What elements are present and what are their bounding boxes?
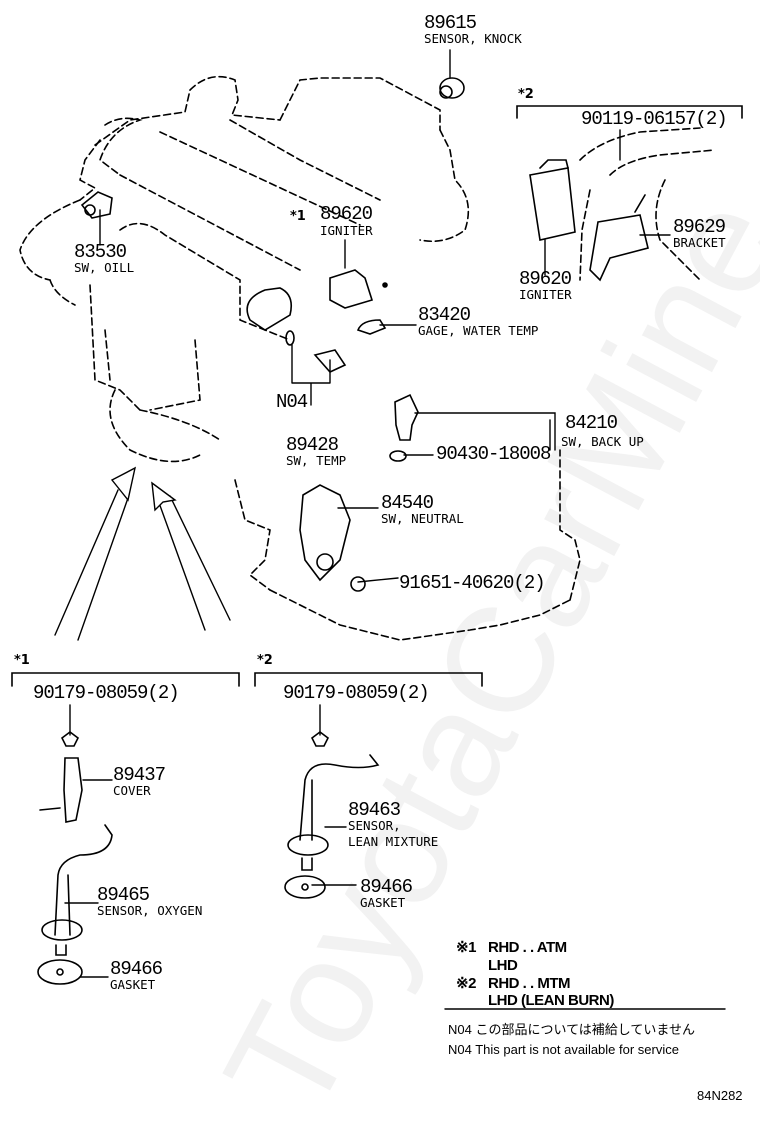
engine-outline: [19, 75, 581, 641]
part-number-backup-gasket[interactable]: 90430-18008: [436, 443, 551, 465]
part-name-gasket-2: GASKET: [360, 895, 406, 910]
part-name-neutral-switch: SW, NEUTRAL: [381, 511, 464, 526]
part-name-lean-sensor: SENSOR,: [348, 818, 401, 833]
oxygen-sensor-shape: [41, 824, 113, 956]
nut-2-shape: [310, 731, 330, 747]
part-number-temp-switch[interactable]: 89428: [286, 434, 339, 456]
part-name-knock-sensor: SENSOR, KNOCK: [424, 31, 522, 46]
bracket-shape: [589, 194, 649, 282]
part-number-gasket-2[interactable]: 89466: [360, 876, 413, 898]
group-label-2-top: *2: [518, 87, 534, 102]
cover-shape: [39, 757, 83, 823]
part-number-nut-2[interactable]: 90179-08059(2): [283, 682, 430, 704]
lean-sensor-shape: [287, 754, 380, 871]
part-number-n04[interactable]: N04: [276, 391, 308, 413]
part-number-igniter-1[interactable]: 89620: [320, 203, 373, 225]
note-english: N04 This part is not available for servi…: [448, 1042, 679, 1057]
group-bracket-2-top: [516, 105, 743, 119]
neutral-switch-shape: [299, 484, 366, 592]
igniter-1-shape: [329, 269, 388, 309]
part-number-lean-sensor[interactable]: 89463: [348, 799, 401, 821]
gasket-1-shape: [37, 959, 83, 985]
arrow-left: [54, 466, 137, 641]
group-bracket-2: [254, 672, 483, 687]
part-name-gasket-1: GASKET: [110, 977, 156, 992]
cylinder-bore: [246, 287, 293, 331]
part-name-igniter-1: IGNITER: [320, 223, 373, 238]
part-name-backup-switch: SW, BACK UP: [561, 434, 644, 449]
group-label-1: *1: [14, 653, 30, 668]
backup-switch-shape: [389, 393, 419, 462]
part-number-neutral-bolt[interactable]: 91651-40620(2): [399, 572, 546, 594]
part-number-backup-switch[interactable]: 84210: [565, 412, 618, 434]
part-name-water-gage: GAGE, WATER TEMP: [418, 323, 539, 338]
part-number-bolt-igniter[interactable]: 90119-06157(2): [581, 108, 728, 130]
water-gage-shape: [356, 319, 387, 335]
gasket-2-shape: [284, 875, 326, 899]
part-name-igniter-2: IGNITER: [519, 287, 572, 302]
part-number-oxygen-sensor[interactable]: 89465: [97, 884, 150, 906]
part-number-water-gage[interactable]: 83420: [418, 304, 471, 326]
part-name-oil-switch: SW, OILL: [74, 260, 135, 275]
n04-ring: [285, 330, 295, 346]
group-label-2: *2: [257, 653, 273, 668]
legend-row-2a: RHD . . MTM: [488, 975, 571, 992]
part-number-igniter-2[interactable]: 89620: [519, 268, 572, 290]
arrow-right: [151, 481, 231, 631]
parts-diagram: [11, 49, 743, 1010]
legend-row-1b: LHD: [488, 957, 518, 974]
part-number-nut-1[interactable]: 90179-08059(2): [33, 682, 180, 704]
part-number-oil-switch[interactable]: 83530: [74, 241, 127, 263]
knock-sensor-shape: [439, 77, 465, 99]
igniter-2-shape: [529, 159, 576, 241]
part-number-gasket-1[interactable]: 89466: [110, 958, 163, 980]
part-name-lean-sensor-2: LEAN MIXTURE: [348, 834, 439, 849]
oil-switch-shape: [80, 191, 113, 219]
part-name-cover: COVER: [113, 783, 151, 798]
legend-row-1a: RHD . . ATM: [488, 939, 567, 956]
nut-1-shape: [60, 731, 80, 747]
diagram-code: 84N282: [697, 1088, 743, 1103]
legend-row-2b: LHD (LEAN BURN): [488, 992, 614, 1009]
group-bracket-1: [11, 672, 240, 687]
igniter-1-prefix: *1: [290, 209, 306, 224]
part-name-oxygen-sensor: SENSOR, OXYGEN: [97, 903, 203, 918]
part-number-cover[interactable]: 89437: [113, 764, 166, 786]
transmission-outline: [579, 127, 716, 281]
legend-mark-1: ※1: [456, 939, 476, 956]
part-name-bracket: BRACKET: [673, 235, 726, 250]
temp-switch-shape: [313, 349, 347, 373]
part-number-neutral-switch[interactable]: 84540: [381, 492, 434, 514]
part-name-temp-switch: SW, TEMP: [286, 453, 347, 468]
part-number-bracket[interactable]: 89629: [673, 216, 726, 238]
part-number-knock-sensor[interactable]: 89615: [424, 12, 477, 34]
note-japanese: N04 この部品については補給していません: [448, 1022, 696, 1037]
legend-mark-2: ※2: [456, 975, 476, 992]
